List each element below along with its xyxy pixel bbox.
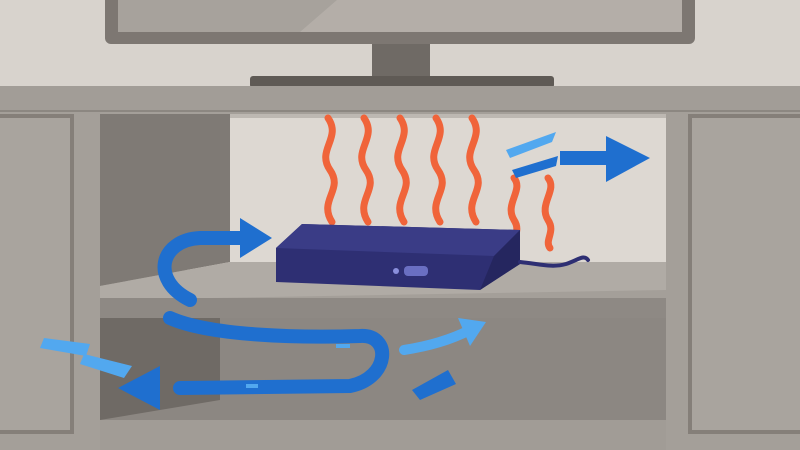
middle-shelf [100, 262, 666, 318]
cabinet-right-door [688, 114, 800, 434]
tv-icon [105, 0, 695, 88]
cabinet-top [0, 86, 800, 112]
airflow-arrow-icon [40, 132, 650, 410]
streaming-box-icon [276, 224, 590, 290]
cabinet-left-door [0, 114, 74, 434]
